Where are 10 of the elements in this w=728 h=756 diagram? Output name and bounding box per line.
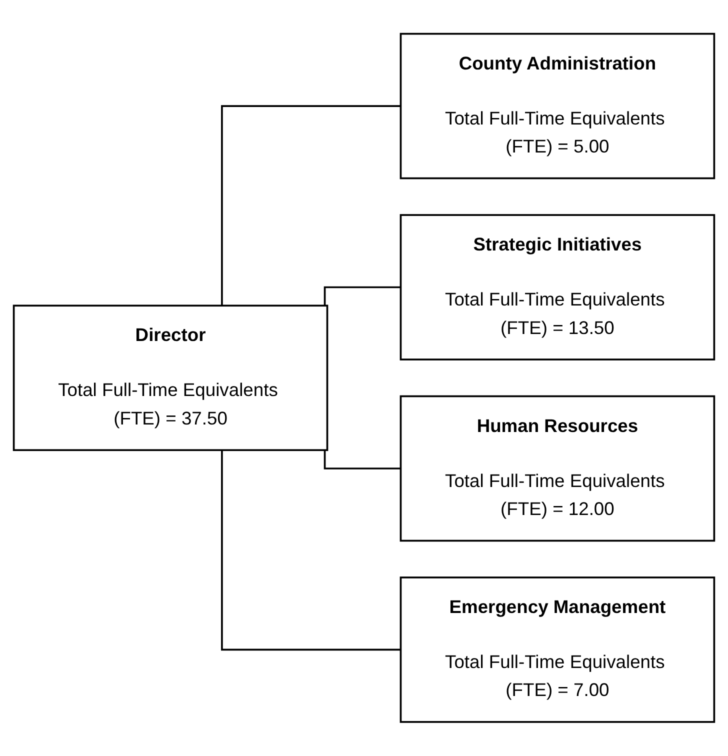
node-box xyxy=(400,576,716,723)
connector xyxy=(324,450,401,470)
connector xyxy=(221,450,401,651)
connector xyxy=(324,286,401,306)
node-box xyxy=(400,33,716,180)
org-chart: Director Total Full-Time Equivalents (FTE) = 37.50 County Administration Total Full-Time Equivalents (FTE) = 5.00 Strategic Initiatives Total Full-Time Equivalents (FTE) = 13.50 Human Resources Total Full-Time Equivalents (FTE) = 12.00 Emergency Management Total Full-Time Equivalents (FTE) = 7.00 xyxy=(4,24,724,732)
connector xyxy=(221,105,401,306)
node-box xyxy=(12,304,328,452)
node-box xyxy=(400,214,716,361)
node-box xyxy=(400,395,716,542)
